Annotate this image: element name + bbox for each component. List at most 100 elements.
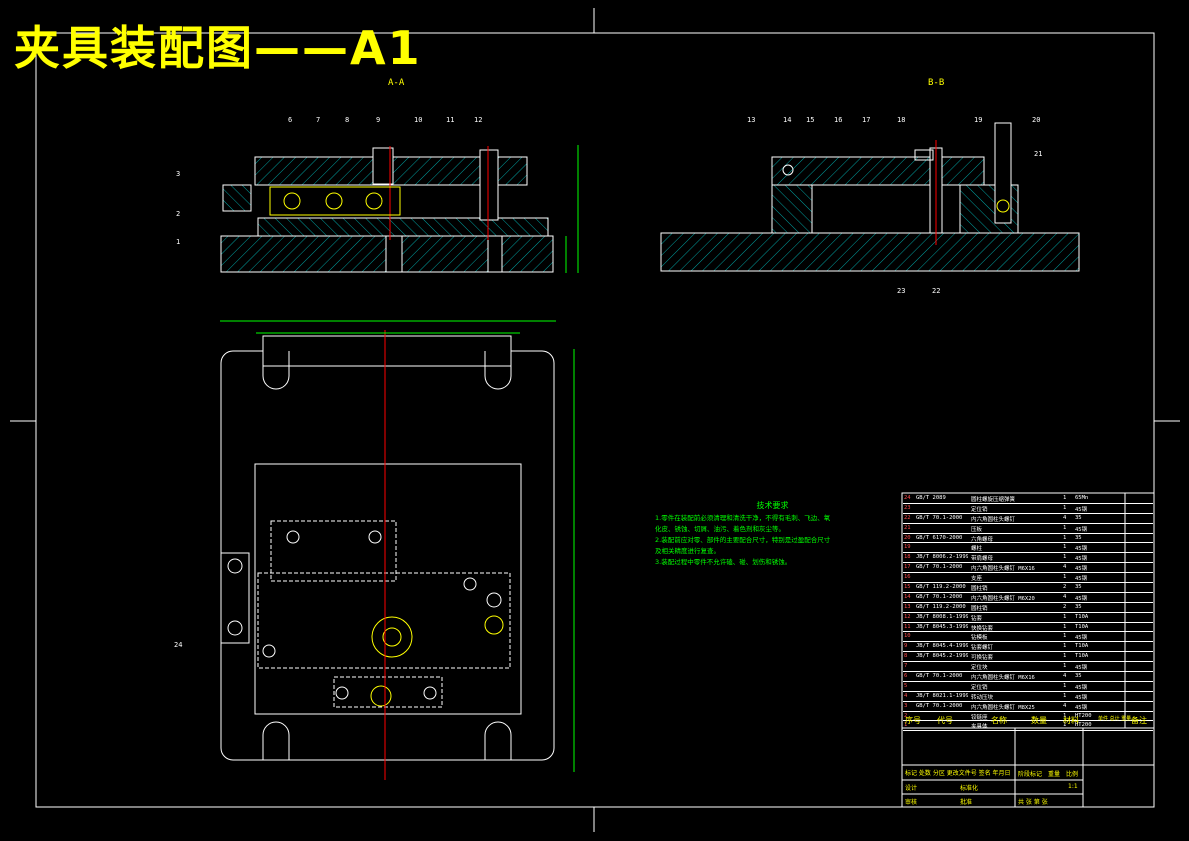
tb-standard: 标准化 [960,785,979,792]
balloon-number: 15 [806,116,815,124]
bom-cell-name: 圆柱销 [971,605,988,612]
bom-header-qty: 数量 [1031,716,1047,725]
balloon-number: 3 [176,170,181,178]
bom-cell-mat: 45钢 [1075,665,1088,672]
balloon-number: 23 [897,287,906,295]
bom-cell-qty: 4 [1063,673,1067,680]
bom-cell-name: 钻套螺钉 [971,645,994,652]
balloon-number: 6 [288,116,293,124]
balloon-number: 10 [414,116,423,124]
bom-cell-mat: 45钢 [1075,595,1088,602]
bom-cell-name: 定位销 [971,506,988,513]
tech-line: 及相关精度进行复查。 [655,547,720,555]
bom-header-note: 备注 [1131,716,1147,725]
bom-cell-name: 定位销 [971,684,988,691]
bom-cell-mat: T10A [1075,623,1089,630]
bom-cell-code: JB/T 8006.2-1999 [916,554,968,561]
bom-cell-name: 六角螺母 [971,536,994,543]
bom-cell-no: 12 [904,613,911,620]
bom-cell-code: GB/T 70.1-2000 [916,673,963,680]
bom-cell-no: 10 [904,633,911,640]
bom-cell-qty: 1 [1063,682,1067,689]
balloon-number: 2 [176,210,181,218]
bom-header-code: 代号 [937,716,953,725]
bom-cell-name: 内六角圆柱头螺钉 M6X16 [971,675,1035,682]
bom-cell-qty: 2 [1063,584,1067,591]
bom-cell-mat: 35 [1075,514,1082,521]
bom-cell-name: 带肩螺母 [971,556,994,563]
bom-cell-name: 内六角圆柱头螺钉 M6X16 [971,566,1035,573]
bom-cell-name: 支座 [971,576,983,583]
bom-cell-mat: 35 [1075,673,1082,680]
balloon-number: 8 [345,116,350,124]
bom-cell-qty: 1 [1063,633,1067,640]
section-aa-label: A-A [388,78,405,88]
balloon-number: 24 [174,641,183,649]
balloon-number: 11 [446,116,455,124]
bom-cell-mat: 45钢 [1075,704,1088,711]
bom-cell-qty: 1 [1063,495,1067,501]
tb-scale-value: 1:1 [1068,783,1078,790]
bom-cell-mat: 45钢 [1075,576,1088,583]
bom-cell-no: 23 [904,504,911,511]
balloon-number: 16 [834,116,843,124]
bom-cell-code: GB/T 119.2-2000 [916,584,966,591]
bom-header-no: 序号 [905,716,921,725]
bom-cell-mat: 45钢 [1075,546,1088,553]
bom-cell-name: 定位块 [971,665,988,672]
bom-cell-qty: 1 [1063,692,1067,699]
tech-line: 1.零件在装配前必须清理和清洗干净，不得有毛刺、飞边、氧 [655,514,831,522]
bom-cell-no: 17 [904,564,911,571]
bom-cell-qty: 1 [1063,534,1067,541]
bom-cell-name: 钻套 [971,615,983,622]
bom-cell-qty: 1 [1063,574,1067,581]
bom-cell-qty: 1 [1063,663,1067,670]
bom-cell-no: 22 [904,514,911,521]
bom-cell-no: 19 [904,544,911,551]
balloon-number: 14 [783,116,792,124]
bom-cell-code: GB/T 70.1-2000 [916,593,963,600]
bom-cell-code: GB/T 6170-2000 [916,534,963,541]
section-bb-view [660,122,1080,272]
bom-cell-qty: 1 [1063,653,1067,660]
bom-header: 序号 代号 名称 数量 材料 单件 总计 重量 备注 [903,712,1153,728]
balloon-number: 17 [862,116,871,124]
bom-cell-name: 内六角圆柱头螺钉 [971,516,1016,523]
tb-weight: 重量 [1048,771,1061,778]
bom-cell-no: 2 [904,712,908,719]
bom-cell-qty: 1 [1063,554,1067,561]
tech-line: 2.装配前应对零、部件的主要配合尺寸，特别是过盈配合尺寸 [655,536,831,544]
bom-cell-code: JB/T 8045.3-1999 [916,623,968,630]
balloon-number: 22 [932,287,941,295]
bom-cell-name: 铰链座 [971,714,988,721]
bom-cell-name: 夹具体 [971,724,988,731]
balloon-number: 21 [1034,150,1043,158]
bom-cell-no: 3 [904,702,908,709]
bom-cell-no: 6 [904,673,908,680]
bom-cell-code: JB/T 8045.4-1999 [916,643,968,650]
bom-cell-mat: 35 [1075,603,1082,610]
bom-cell-name: 内六角圆柱头螺钉 M6X20 [971,595,1035,602]
bom-cell-mat: T10A [1075,613,1089,620]
bom-cell-name: 快换钻套 [971,625,994,632]
bom-cell-code: GB/T 70.1-2000 [916,702,963,709]
bom-cell-qty: 1 [1063,722,1067,729]
plan-view [220,320,575,780]
drawing-title: 夹具装配图——A1 [14,21,422,75]
bom-cell-mat: HT200 [1075,712,1092,719]
balloon-number: 19 [974,116,983,124]
